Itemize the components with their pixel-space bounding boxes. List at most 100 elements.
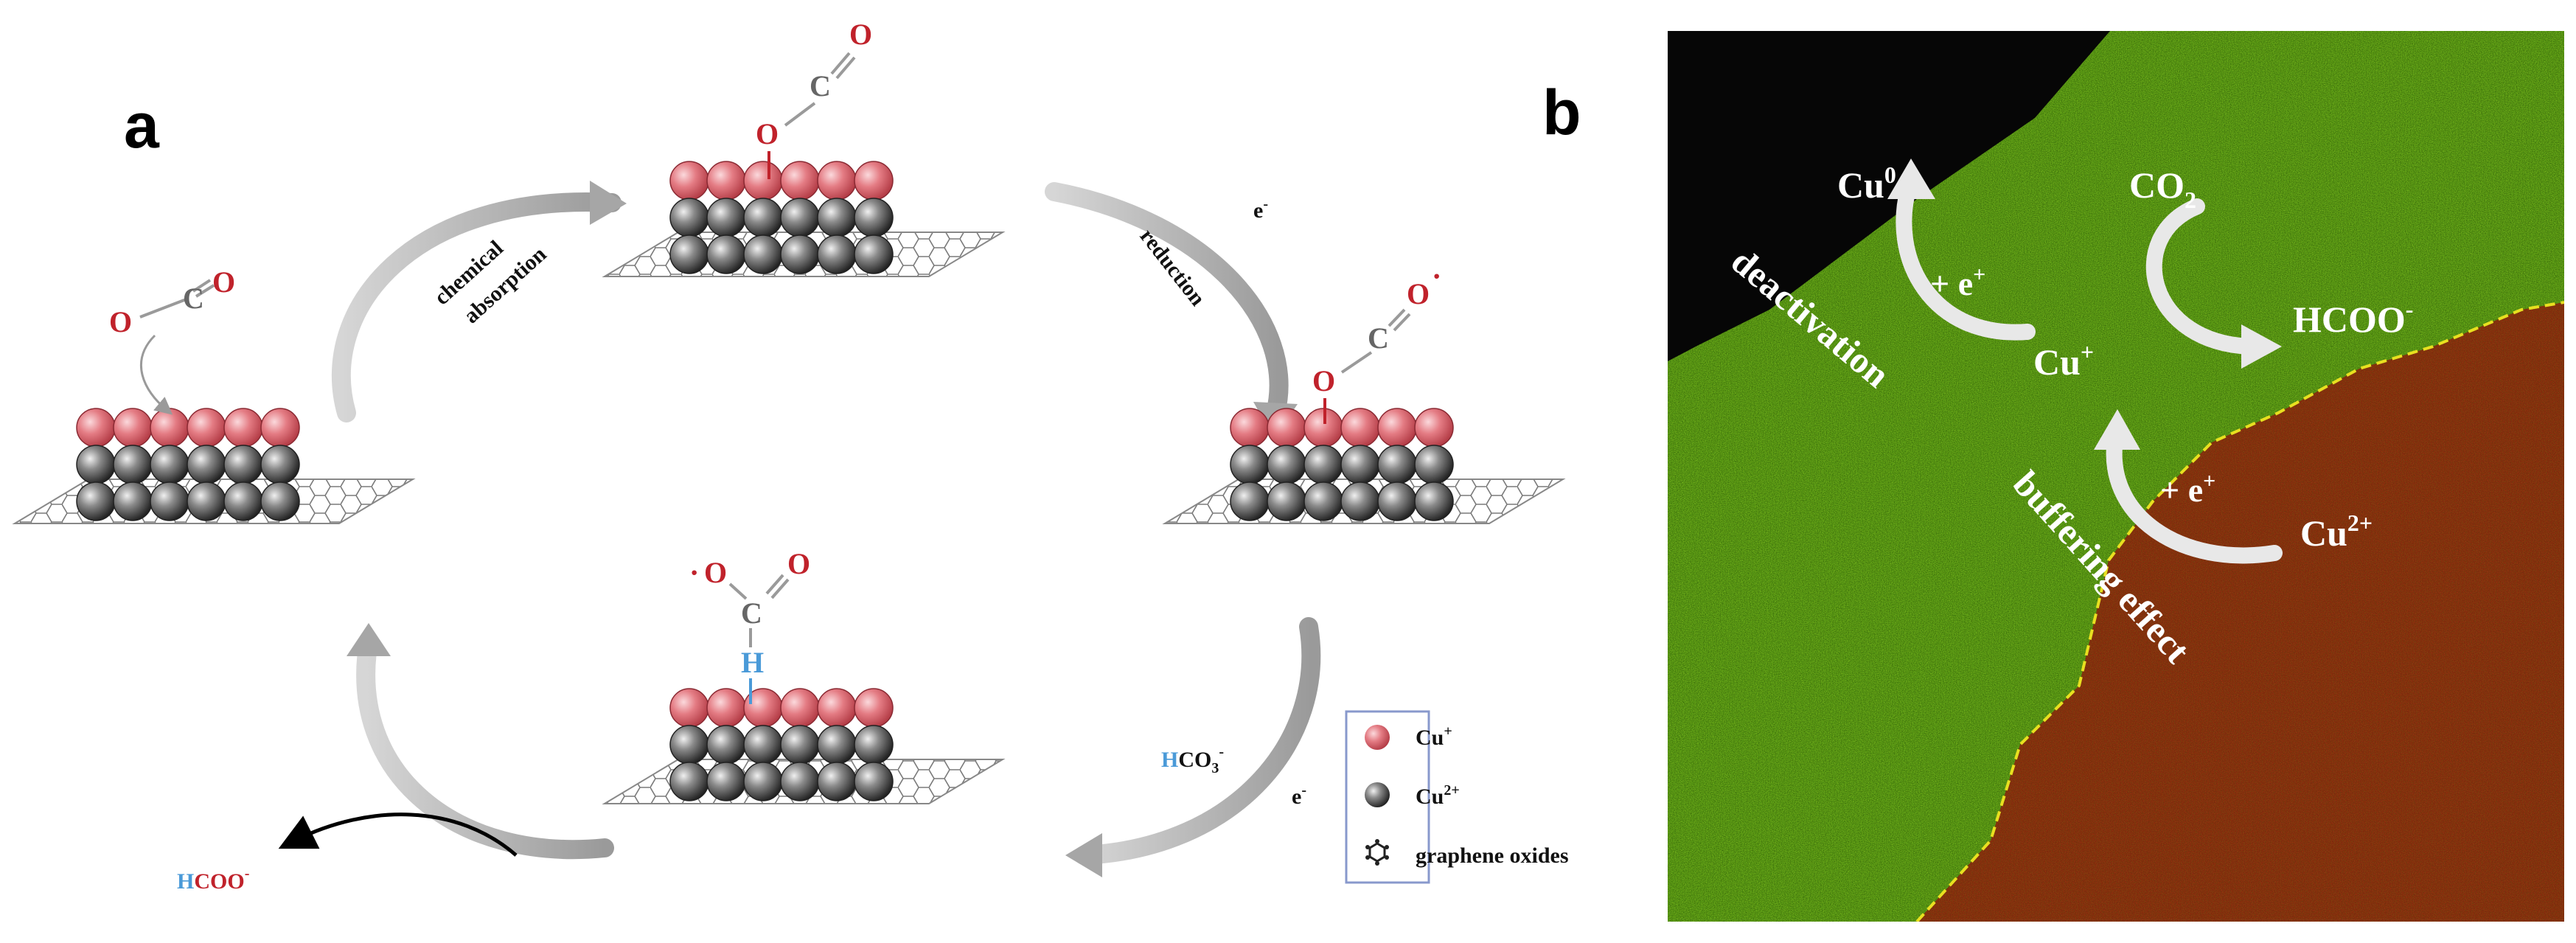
boundary-line <box>1915 301 2564 922</box>
cu-2plus-atom <box>260 445 300 484</box>
atom-h: H <box>741 646 764 679</box>
catalyst-blocks <box>12 161 1566 804</box>
cu-plus-atom <box>706 161 746 201</box>
cu-2plus-atom <box>1377 445 1417 484</box>
atom-o: O <box>1407 277 1430 310</box>
cu-2plus-atom <box>817 234 857 274</box>
cu-2plus-atom <box>669 198 709 237</box>
label-bicarbonate: HCO3- <box>1161 744 1224 776</box>
cu-plus-atom <box>1267 408 1306 448</box>
atom-o: O <box>1312 364 1335 397</box>
catalyst-block-top <box>602 161 1006 277</box>
arrow-desorption <box>356 632 614 860</box>
cu-2plus-atom <box>1377 481 1417 521</box>
cu-2plus-atom <box>669 234 709 274</box>
cu-2plus-atom <box>1303 481 1343 521</box>
cu-plus-atom <box>854 161 894 201</box>
cu-2plus-atom <box>706 198 746 237</box>
atom-o: O <box>849 18 872 51</box>
adsorbate-right: O C O · <box>1312 260 1441 424</box>
atom-c: C <box>1368 321 1389 355</box>
label-plus-e-bottom: + e+ <box>2160 469 2215 509</box>
cu-2plus-atom <box>113 445 153 484</box>
catalyst-block-bottom <box>602 688 1006 804</box>
cu-2plus-atom <box>817 198 857 237</box>
cu-2plus-atom <box>817 762 857 801</box>
label-electron-2: e- <box>1292 782 1306 809</box>
cu-2plus-atom <box>1340 481 1380 521</box>
cu-plus-atom <box>669 688 709 728</box>
arrow-bicarbonate-head <box>1065 833 1102 877</box>
legend-label-cu-plus: Cu+ <box>1416 723 1452 750</box>
cu-2plus-atom <box>780 234 820 274</box>
cu-plus-atom <box>1340 408 1380 448</box>
atom-c: C <box>810 69 831 102</box>
label-cu-plus: Cu+ <box>2033 338 2094 383</box>
catalyst-block-right <box>1162 408 1566 524</box>
cu-plus-atom <box>260 408 300 448</box>
cu-2plus-atom <box>706 725 746 765</box>
cu-2plus-atom <box>669 762 709 801</box>
legend-label-graphene: graphene oxides <box>1416 843 1569 868</box>
cu-2plus-atom <box>1303 445 1343 484</box>
cu-2plus-atom <box>76 445 116 484</box>
atom-o: O <box>109 305 132 338</box>
label-electron-1: e- <box>1253 196 1268 223</box>
arrow-reduction <box>1045 182 1289 422</box>
cu-plus-atom <box>76 408 116 448</box>
legend-label-cu-2plus: Cu2+ <box>1416 782 1460 809</box>
cu-2plus-atom <box>150 445 189 484</box>
cu-plus-atom <box>150 408 189 448</box>
black-region <box>1668 31 2110 361</box>
panel-b: b Cu0 + e+ CO2 HCOO- Cu+ + e <box>1542 31 2564 922</box>
cu-2plus-atom <box>780 198 820 237</box>
cu-2plus-atom <box>706 234 746 274</box>
cu-plus-atom <box>706 688 746 728</box>
cu-2plus-atom <box>113 481 153 521</box>
legend-swatch-cu-plus <box>1365 725 1390 750</box>
cu-plus-atom <box>187 408 226 448</box>
cu-plus-atom <box>743 161 783 201</box>
cu-plus-atom <box>780 688 820 728</box>
cu-2plus-atom <box>1230 481 1270 521</box>
cu-2plus-atom <box>223 445 263 484</box>
catalyst-block-left <box>12 408 416 524</box>
atom-c: C <box>183 282 204 315</box>
label-cu0: Cu0 <box>1837 161 1896 206</box>
cu-2plus-atom <box>669 725 709 765</box>
cu-2plus-atom <box>780 725 820 765</box>
arrow-chemical-absorption <box>331 192 622 422</box>
arrow-hcoo-release <box>278 812 518 857</box>
label-plus-e-top: + e+ <box>1930 262 1985 302</box>
adsorbate-bottom: · O C O H <box>689 547 810 704</box>
cu-2plus-atom <box>76 481 116 521</box>
label-co2: CO2 <box>2129 164 2196 213</box>
cu-plus-atom <box>113 408 153 448</box>
arrow-desorption-head <box>347 623 391 656</box>
cu-2plus-atom <box>817 725 857 765</box>
atom-c: C <box>741 596 762 630</box>
cu-2plus-atom <box>743 234 783 274</box>
cu-2plus-atom <box>1267 481 1306 521</box>
cu-2plus-atom <box>854 725 894 765</box>
cu-plus-atom <box>223 408 263 448</box>
panel-b-letter: b <box>1542 77 1581 148</box>
adsorbate-top: O C O <box>756 18 872 179</box>
cu-2plus-atom <box>743 762 783 801</box>
micrograph <box>1668 31 2564 922</box>
radical-dot: · <box>689 556 699 589</box>
adsorbate-left: O C O <box>109 265 235 415</box>
panel-a: a chemical absorption reduction e- e- HC… <box>12 18 1569 894</box>
arrow-bicarbonate <box>1074 617 1321 865</box>
cu-plus-atom <box>1414 408 1454 448</box>
atom-o: O <box>756 117 779 150</box>
arrow-chemical-absorption-head <box>590 181 627 225</box>
cu-2plus-atom <box>223 481 263 521</box>
legend-swatch-cu-2plus <box>1365 782 1390 807</box>
micrograph-arrows <box>1887 159 2283 564</box>
legend-swatch-graphene <box>1365 839 1389 866</box>
cu-2plus-atom <box>706 762 746 801</box>
radical-dot: · <box>1432 260 1441 293</box>
label-formate: HCOO- <box>177 866 249 894</box>
